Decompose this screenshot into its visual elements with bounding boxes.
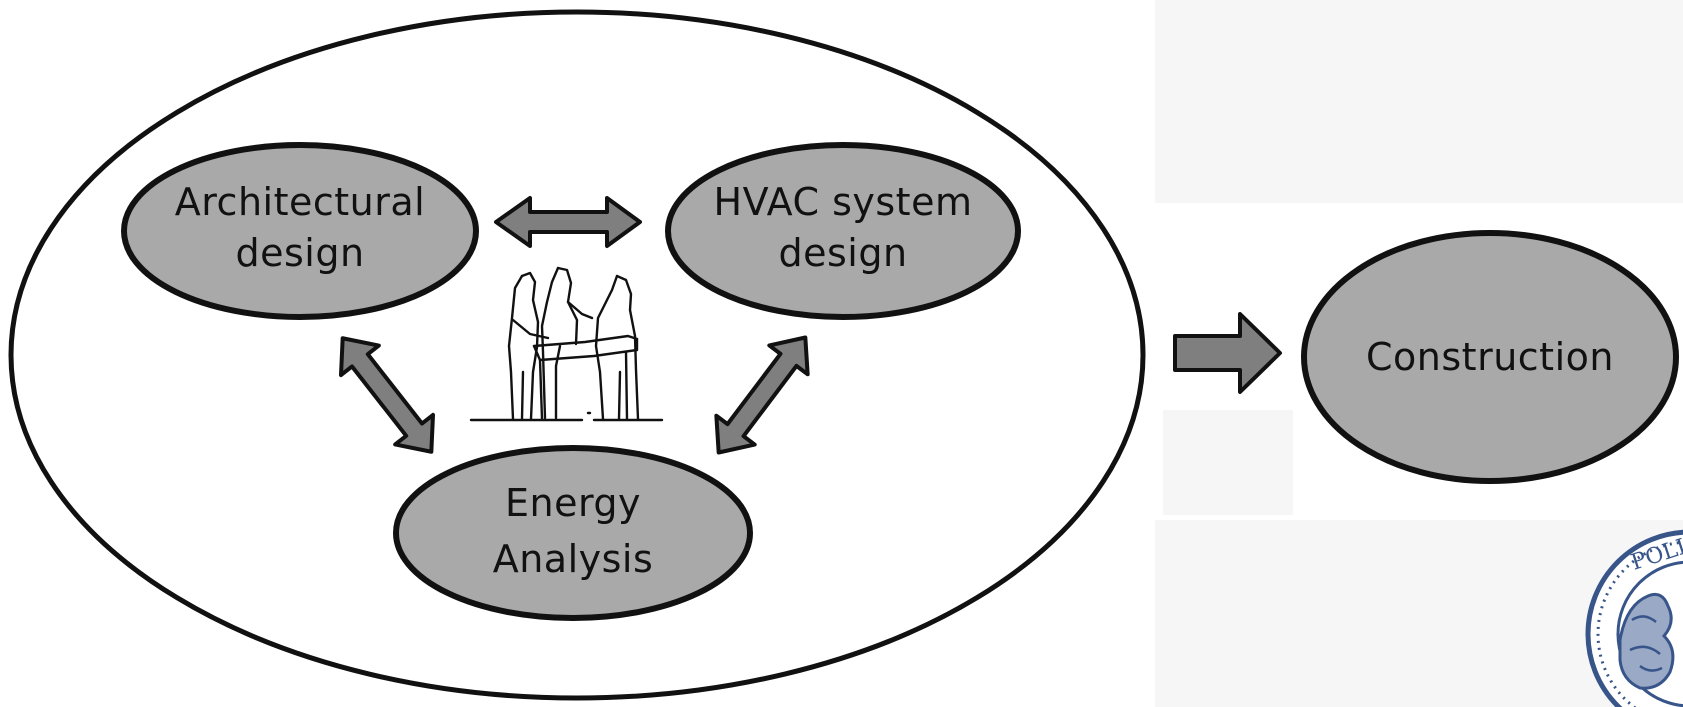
node-construction-shape	[1301, 230, 1679, 484]
node-construction: Construction	[1301, 230, 1679, 484]
seal-figure-detail	[1629, 615, 1663, 672]
arrow-to-construction	[1173, 312, 1282, 394]
node-hvac-system-design-label-line1: HVAC system	[714, 180, 973, 224]
university-seal-logo: POLI	[1585, 529, 1683, 707]
arrow-architectural-hvac	[494, 196, 642, 248]
background-panel-middle	[1163, 410, 1293, 515]
arrow-hvac-energy	[714, 335, 810, 455]
node-energy-analysis-label-line1: Energy	[505, 481, 641, 525]
node-hvac-system-design-shape	[665, 142, 1021, 320]
node-architectural-design-label-line2: design	[235, 231, 364, 275]
node-energy-analysis: Energy Analysis	[393, 445, 753, 621]
node-energy-analysis-shape	[393, 445, 753, 621]
node-hvac-system-design-label-line2: design	[778, 231, 907, 275]
node-construction-label: Construction	[1366, 335, 1614, 379]
node-architectural-design-label-line1: Architectural	[175, 180, 425, 224]
node-energy-analysis-label-line2: Analysis	[493, 537, 654, 581]
arrow-architectural-energy	[338, 336, 436, 454]
background-panel-top	[1155, 0, 1683, 203]
seal-beaded-ring	[1596, 540, 1683, 707]
design-phase-boundary	[8, 9, 1146, 701]
arrows	[338, 196, 1282, 455]
node-hvac-system-design: HVAC system design	[665, 142, 1021, 320]
team-meeting-sketch-icon	[469, 266, 664, 422]
node-architectural-design-shape	[121, 142, 479, 320]
node-architectural-design: Architectural design	[121, 142, 479, 320]
